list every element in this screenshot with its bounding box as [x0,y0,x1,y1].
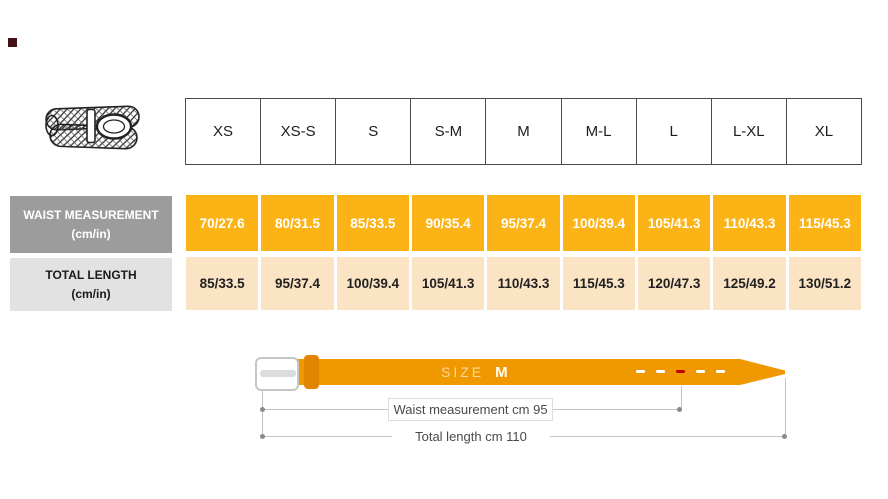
total-length-row-label: TOTAL LENGTH (cm/in) [10,258,172,311]
row-label-text: WAIST MEASUREMENT [23,207,159,222]
row-label-unit: (cm/in) [71,286,111,301]
length-value-cell: 110/43.3 [487,257,560,310]
waist-value-cell: 95/37.4 [487,195,560,251]
waist-measurement-row-label: WAIST MEASUREMENT (cm/in) [10,196,172,253]
belt-hole [696,370,705,373]
waist-value-cell: 80/31.5 [261,195,334,251]
color-swatch-marker [8,38,17,47]
size-header-cell: XS [186,99,261,164]
size-header-cell: M [486,99,561,164]
waist-value-cell: 90/35.4 [412,195,485,251]
size-word: SIZE [441,364,485,380]
measure-endpoint-dot [260,407,265,412]
belt-buckle-prong [260,370,296,377]
total-length-annotation-text: Total length cm 110 [415,428,527,444]
size-header-cell: S [336,99,411,164]
length-value-cell: 85/33.5 [186,257,259,310]
waist-value-cell: 110/43.3 [713,195,786,251]
row-label-text: TOTAL LENGTH [45,267,137,282]
guide-line-hole [681,386,682,409]
length-value-cell: 105/41.3 [412,257,485,310]
guide-line-buckle [262,391,263,437]
length-value-cell: 130/51.2 [788,257,861,310]
waist-annotation-box: Waist measurement cm 95 [388,398,553,421]
total-length-values-row: 85/33.5 95/37.4 100/39.4 105/41.3 110/43… [186,257,861,310]
measure-endpoint-dot [782,434,787,439]
belt-strap [296,359,785,385]
belt-hole [636,370,645,373]
measure-endpoint-dot [677,407,682,412]
waist-measurement-values-row: 70/27.6 80/31.5 85/33.5 90/35.4 95/37.4 … [186,195,861,251]
belt-size-label: SIZE M [441,364,508,381]
size-header-cell: XS-S [261,99,336,164]
length-value-cell: 115/45.3 [562,257,635,310]
size-header-cell: L-XL [711,99,786,164]
waist-value-cell: 70/27.6 [186,195,259,251]
waist-annotation-text: Waist measurement cm 95 [393,402,548,417]
size-header-row: XS XS-S S S-M M M-L L L-XL XL [185,98,862,165]
waist-value-cell: 105/41.3 [638,195,711,251]
belt-hole [656,370,665,373]
length-value-cell: 95/37.4 [261,257,334,310]
belt-hole [716,370,725,373]
belt-keeper-drawing [86,108,96,144]
measure-endpoint-dot [260,434,265,439]
waist-value-cell: 85/33.5 [336,195,409,251]
size-header-cell: L [636,99,711,164]
guide-line-tip [785,378,786,436]
size-header-cell: M-L [561,99,636,164]
length-value-cell: 125/49.2 [713,257,786,310]
row-label-unit: (cm/in) [71,226,111,241]
belt-keeper [304,355,319,389]
length-value-cell: 100/39.4 [336,257,409,310]
size-header-cell: S-M [411,99,486,164]
size-value: M [495,364,508,381]
waist-value-cell: 115/45.3 [788,195,861,251]
total-length-annotation: Total length cm 110 [392,426,550,446]
waist-value-cell: 100/39.4 [562,195,635,251]
braided-belt-illustration [45,105,140,150]
length-value-cell: 120/47.3 [638,257,711,310]
size-header-cell: XL [786,99,861,164]
belt-hole-selected [676,370,685,373]
